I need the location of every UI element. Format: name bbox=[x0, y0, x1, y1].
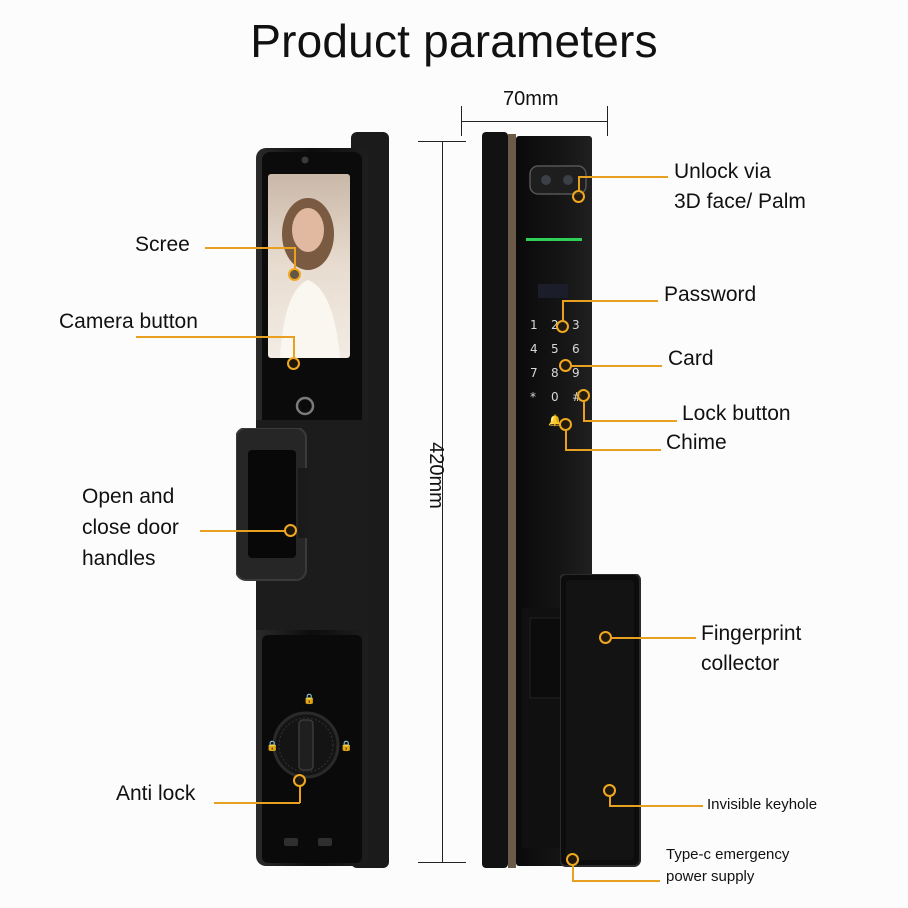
label-anti-lock: Anti lock bbox=[116, 782, 196, 805]
leader-typec-v bbox=[572, 865, 574, 881]
callout-dot-handles bbox=[284, 524, 297, 537]
leader-anti-lock-v bbox=[299, 786, 301, 803]
leader-anti-lock-h bbox=[214, 802, 300, 804]
door-handle bbox=[235, 427, 310, 584]
key-4: 4 bbox=[530, 342, 538, 356]
key-8: 8 bbox=[551, 366, 559, 380]
leader-unlock-h bbox=[578, 176, 668, 178]
callout-dot-anti-lock bbox=[293, 774, 306, 787]
callout-dot-screen bbox=[288, 268, 301, 281]
bell-icon: 🔔 bbox=[548, 414, 562, 427]
key-9: 9 bbox=[572, 366, 580, 380]
svg-text:🔒: 🔒 bbox=[303, 693, 315, 705]
height-dimension-tick-top bbox=[418, 141, 466, 142]
key-5: 5 bbox=[551, 342, 559, 356]
key-1: 1 bbox=[530, 318, 538, 332]
label-typec-1: Type-c emergency bbox=[666, 846, 790, 863]
label-lock-button: Lock button bbox=[682, 402, 791, 425]
label-password: Password bbox=[664, 283, 757, 306]
label-door-handles-3: handles bbox=[82, 547, 156, 570]
width-dimension-tick-left bbox=[461, 106, 462, 136]
leader-fingerprint-h bbox=[610, 637, 696, 639]
leader-keyhole-v bbox=[609, 796, 611, 806]
callout-dot-camera bbox=[287, 357, 300, 370]
page-title: Product parameters bbox=[250, 15, 658, 67]
label-door-handles-2: close door bbox=[82, 516, 179, 539]
label-unlock-2: 3D face/ Palm bbox=[674, 190, 806, 213]
leader-card-h bbox=[570, 365, 662, 367]
label-unlock-1: Unlock via bbox=[674, 160, 771, 183]
key-star: * bbox=[530, 390, 536, 404]
height-dimension-label: 420mm bbox=[424, 442, 447, 509]
label-fingerprint-2: collector bbox=[701, 652, 780, 675]
leader-chime-h bbox=[565, 449, 661, 451]
height-dimension-tick-bottom bbox=[418, 862, 466, 863]
leader-password-h bbox=[562, 300, 658, 302]
height-dimension-line bbox=[442, 141, 443, 863]
svg-text:🔒: 🔒 bbox=[266, 740, 278, 752]
leader-camera-h bbox=[136, 336, 294, 338]
svg-text:🔒: 🔒 bbox=[340, 740, 352, 752]
label-keyhole: Invisible keyhole bbox=[707, 796, 818, 813]
leader-camera-v bbox=[293, 336, 295, 358]
label-screen: Scree bbox=[135, 233, 190, 256]
label-card: Card bbox=[668, 347, 714, 370]
leader-handles-h bbox=[200, 530, 286, 532]
leader-lock-button-v bbox=[583, 401, 585, 421]
key-3: 3 bbox=[572, 318, 580, 332]
leader-keyhole-h bbox=[609, 805, 703, 807]
key-2: 2 bbox=[551, 318, 559, 332]
side-handle bbox=[559, 573, 644, 870]
key-7: 7 bbox=[530, 366, 538, 380]
label-camera-button: Camera button bbox=[59, 310, 198, 333]
width-dimension-line bbox=[461, 121, 608, 122]
key-6: 6 bbox=[572, 342, 580, 356]
width-dimension-tick-right bbox=[607, 106, 608, 136]
label-fingerprint-1: Fingerprint bbox=[701, 622, 802, 645]
key-0: 0 bbox=[551, 390, 559, 404]
leader-screen-v bbox=[294, 247, 296, 271]
leader-password-v bbox=[562, 300, 564, 322]
leader-typec-h bbox=[572, 880, 660, 882]
label-door-handles-1: Open and bbox=[82, 485, 175, 508]
leader-lock-button-h bbox=[583, 420, 677, 422]
leader-unlock-v bbox=[578, 176, 580, 192]
width-dimension-label: 70mm bbox=[503, 88, 559, 110]
leader-chime-v bbox=[565, 430, 567, 450]
label-typec-2: power supply bbox=[666, 868, 755, 885]
label-chime: Chime bbox=[666, 431, 727, 454]
leader-screen-h bbox=[205, 247, 295, 249]
